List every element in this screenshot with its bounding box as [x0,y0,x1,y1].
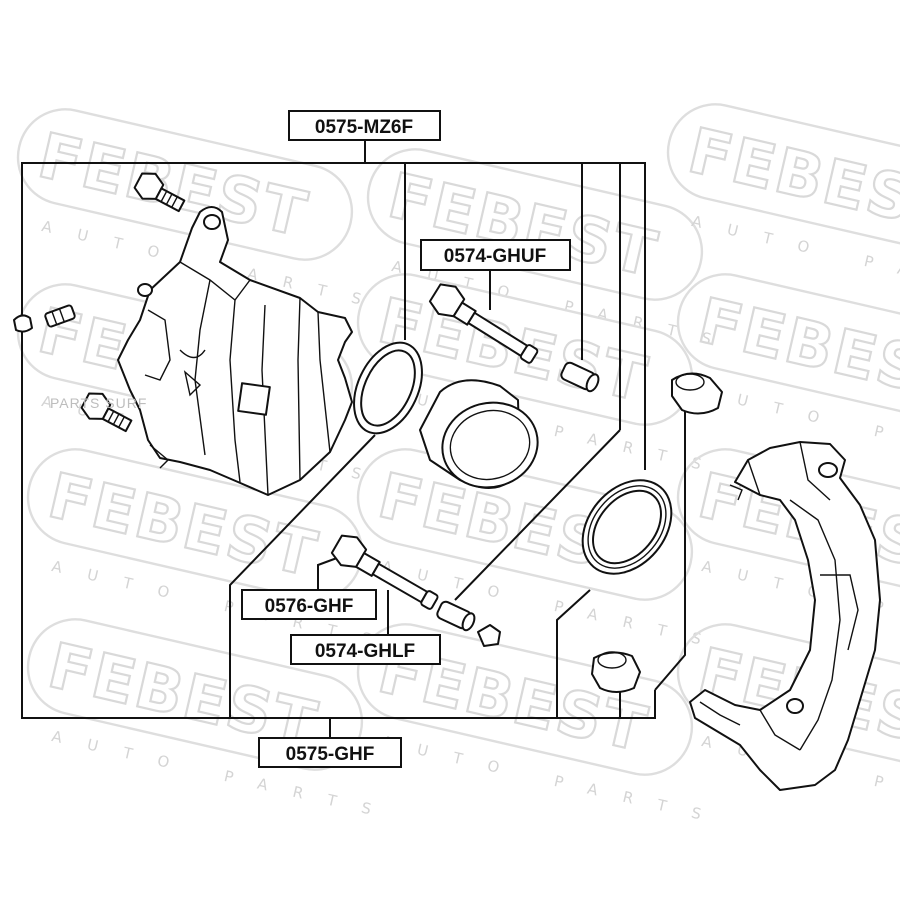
bleeder-cap [13,314,33,333]
lower-pin-cap [477,624,501,647]
svg-text:0574-GHLF: 0574-GHLF [315,641,415,662]
dust-boot [581,479,673,575]
label-pin-guide: 0576-GHF [241,589,377,620]
piston [419,379,539,489]
svg-text:0576-GHF: 0576-GHF [265,596,354,617]
watermark-logo: FEBEST AUTO PARTS [666,103,900,309]
caliper-bolt-bottom [80,392,133,433]
caliper-bolt-top [133,172,186,213]
label-pin-upper: 0574-GHUF [420,239,571,271]
bleeder-screw [44,304,76,328]
upper-guide-pin [428,283,539,364]
leader-lines [21,140,686,738]
lower-guide-pin [330,534,439,610]
lower-pin-sleeve [436,600,476,632]
caliper-housing [117,206,353,496]
upper-pin-sleeve [560,361,600,393]
piston-seal [353,341,423,435]
upper-pin-boot [671,372,723,415]
label-kit-ghf: 0575-GHF [258,737,402,768]
svg-text:0575-MZ6F: 0575-MZ6F [315,117,413,138]
svg-text:0574-GHUF: 0574-GHUF [444,246,546,267]
caliper-bracket [689,441,881,791]
lower-pin-boot [591,651,641,693]
svg-text:0575-GHF: 0575-GHF [286,744,375,765]
label-kit-mz6f: 0575-MZ6F [288,110,441,141]
watermark-logo: FEBEST AUTO PARTS [356,448,728,654]
source-overlay-text: PARTS SURF [50,395,147,411]
label-pin-lower: 0574-GHLF [290,634,441,665]
